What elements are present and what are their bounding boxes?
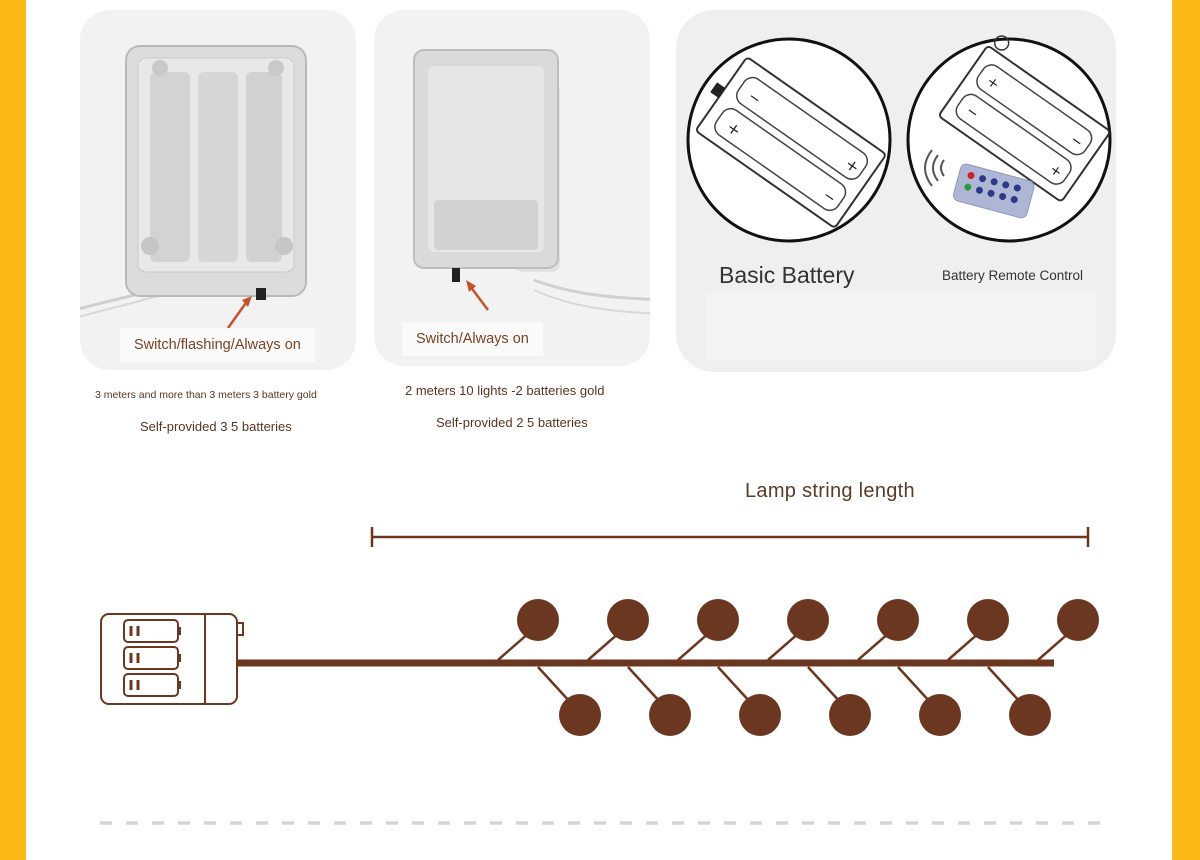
battery-box-2-photo: Switch/Always on (374, 10, 650, 366)
bulb-icon (517, 599, 559, 641)
battery-box-3-illustration (80, 45, 307, 329)
bulb-stem (897, 666, 932, 704)
bulb-icon (697, 599, 739, 641)
bulb-icon (1057, 599, 1099, 641)
bulb-icon (739, 694, 781, 736)
switch-mode-label-2: Switch/Always on (402, 322, 543, 356)
bulb-icon (919, 694, 961, 736)
battery-box-3-photo: Switch/flashing/Always on (80, 10, 356, 370)
battery-note-2: Self-provided 2 5 batteries (436, 415, 588, 430)
left-accent-bar (0, 0, 26, 860)
lamp-length-title: Lamp string length (745, 480, 915, 502)
pack-battery-icon (123, 646, 181, 670)
bulb-icon (559, 694, 601, 736)
bulb-stem (497, 631, 531, 661)
pack-battery-icon (123, 673, 181, 697)
bulb-icon (649, 694, 691, 736)
pack-battery-icon (123, 619, 181, 643)
bulb-icon (787, 599, 829, 641)
battery-note-3: Self-provided 3 5 batteries (140, 419, 292, 434)
bulb-icon (607, 599, 649, 641)
remote-control-icon (952, 163, 1035, 219)
battery-type-illustrations: − + + − + − − + (686, 35, 1112, 360)
bulb-icon (967, 599, 1009, 641)
bulb-stem (537, 666, 572, 704)
bulb-icon (877, 599, 919, 641)
bulb-stem (1037, 631, 1071, 661)
length-measure-line (370, 527, 1090, 547)
bulb-icon (829, 694, 871, 736)
basic-battery-box-icon: − + + − (696, 57, 886, 228)
bulb-stem (857, 631, 891, 661)
remote-battery-label: Battery Remote Control (942, 268, 1084, 283)
switch-mode-label-3: Switch/flashing/Always on (120, 328, 315, 362)
bulb-stem (987, 666, 1022, 704)
bulb-stem (807, 666, 842, 704)
basic-battery-label: Basic Battery (719, 262, 855, 288)
spec-line-2-battery: 2 meters 10 lights -2 batteries gold (405, 383, 605, 398)
bulb-stem (717, 666, 752, 704)
bulb-icon (1009, 694, 1051, 736)
remote-battery-box-icon: + − − + (938, 35, 1111, 202)
bulb-stem (767, 631, 801, 661)
right-accent-bar (1172, 0, 1200, 860)
bulb-stem (677, 631, 711, 661)
bulb-stem (627, 666, 662, 704)
spec-line-3-battery: 3 meters and more than 3 meters 3 batter… (95, 389, 317, 401)
bulb-stem (947, 631, 981, 661)
battery-pack-icon (100, 613, 244, 705)
bulb-stem (587, 631, 621, 661)
battery-box-2-illustration (413, 49, 650, 315)
battery-type-card: − + + − + − − + (676, 10, 1116, 372)
